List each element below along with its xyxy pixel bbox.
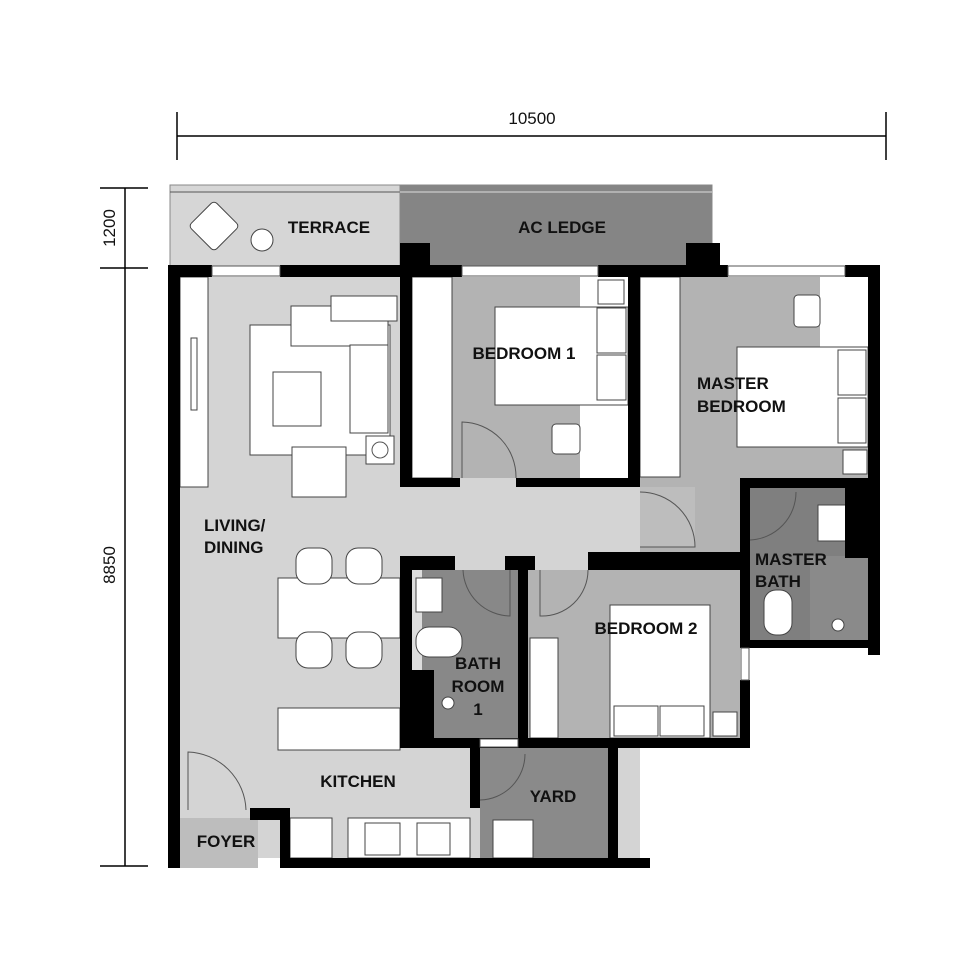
label-master-bedroom-1: MASTER — [697, 374, 769, 393]
tv-icon — [190, 337, 198, 411]
height-upper-label: 1200 — [100, 209, 119, 247]
label-master-bedroom-2: BEDROOM — [697, 397, 786, 416]
sink-icon — [817, 504, 847, 542]
aircon-icon — [842, 449, 868, 475]
wardrobe-master-bedroom — [639, 276, 681, 478]
washing-machine-icon — [492, 819, 534, 859]
label-bedroom-1: BEDROOM 1 — [473, 344, 576, 363]
stove-icon — [364, 822, 401, 856]
label-kitchen: KITCHEN — [320, 772, 396, 791]
label-master-bath-1: MASTER — [755, 550, 827, 569]
walls — [168, 265, 880, 868]
aircon-icon — [712, 711, 738, 737]
label-bathroom-1-b: ROOM — [452, 677, 505, 696]
label-yard: YARD — [530, 787, 577, 806]
main-door[interactable] — [187, 751, 247, 811]
sofa-icon — [249, 295, 398, 498]
aircon-icon — [597, 279, 625, 305]
sink-icon — [415, 577, 443, 613]
label-living-2: DINING — [204, 538, 264, 557]
label-master-bath-2: BATH — [755, 572, 801, 591]
toilet-icon — [415, 626, 463, 658]
height-dimension: 1200 8850 — [100, 187, 148, 867]
toilet-icon — [763, 589, 793, 636]
door-bedroom-1[interactable] — [461, 421, 517, 479]
kitchen-sink-icon — [416, 822, 451, 856]
label-ac-ledge: AC LEDGE — [518, 218, 606, 237]
label-bathroom-1-a: BATH — [455, 654, 501, 673]
label-bedroom-2: BEDROOM 2 — [595, 619, 698, 638]
label-terrace: TERRACE — [288, 218, 370, 237]
windows — [211, 265, 846, 748]
terrace-chair-icon — [189, 201, 239, 251]
door-bedroom-2[interactable] — [539, 569, 589, 617]
wardrobe-bedroom-1 — [411, 276, 453, 479]
kitchen-island — [277, 707, 401, 751]
foyer-area — [180, 818, 258, 868]
wardrobe-bedroom-2 — [529, 637, 559, 739]
width-dimension: 10500 — [176, 109, 887, 160]
width-dimension-label: 10500 — [508, 109, 555, 128]
ac-ledge-area — [399, 184, 713, 269]
height-lower-label: 8850 — [100, 546, 119, 584]
door-master-bedroom[interactable] — [639, 491, 696, 548]
dining-table-icon — [277, 547, 401, 669]
label-foyer: FOYER — [197, 832, 256, 851]
fridge — [289, 817, 333, 859]
label-bathroom-1-c: 1 — [473, 700, 482, 719]
terrace-table-icon — [250, 228, 274, 252]
label-living-1: LIVING/ — [204, 516, 266, 535]
